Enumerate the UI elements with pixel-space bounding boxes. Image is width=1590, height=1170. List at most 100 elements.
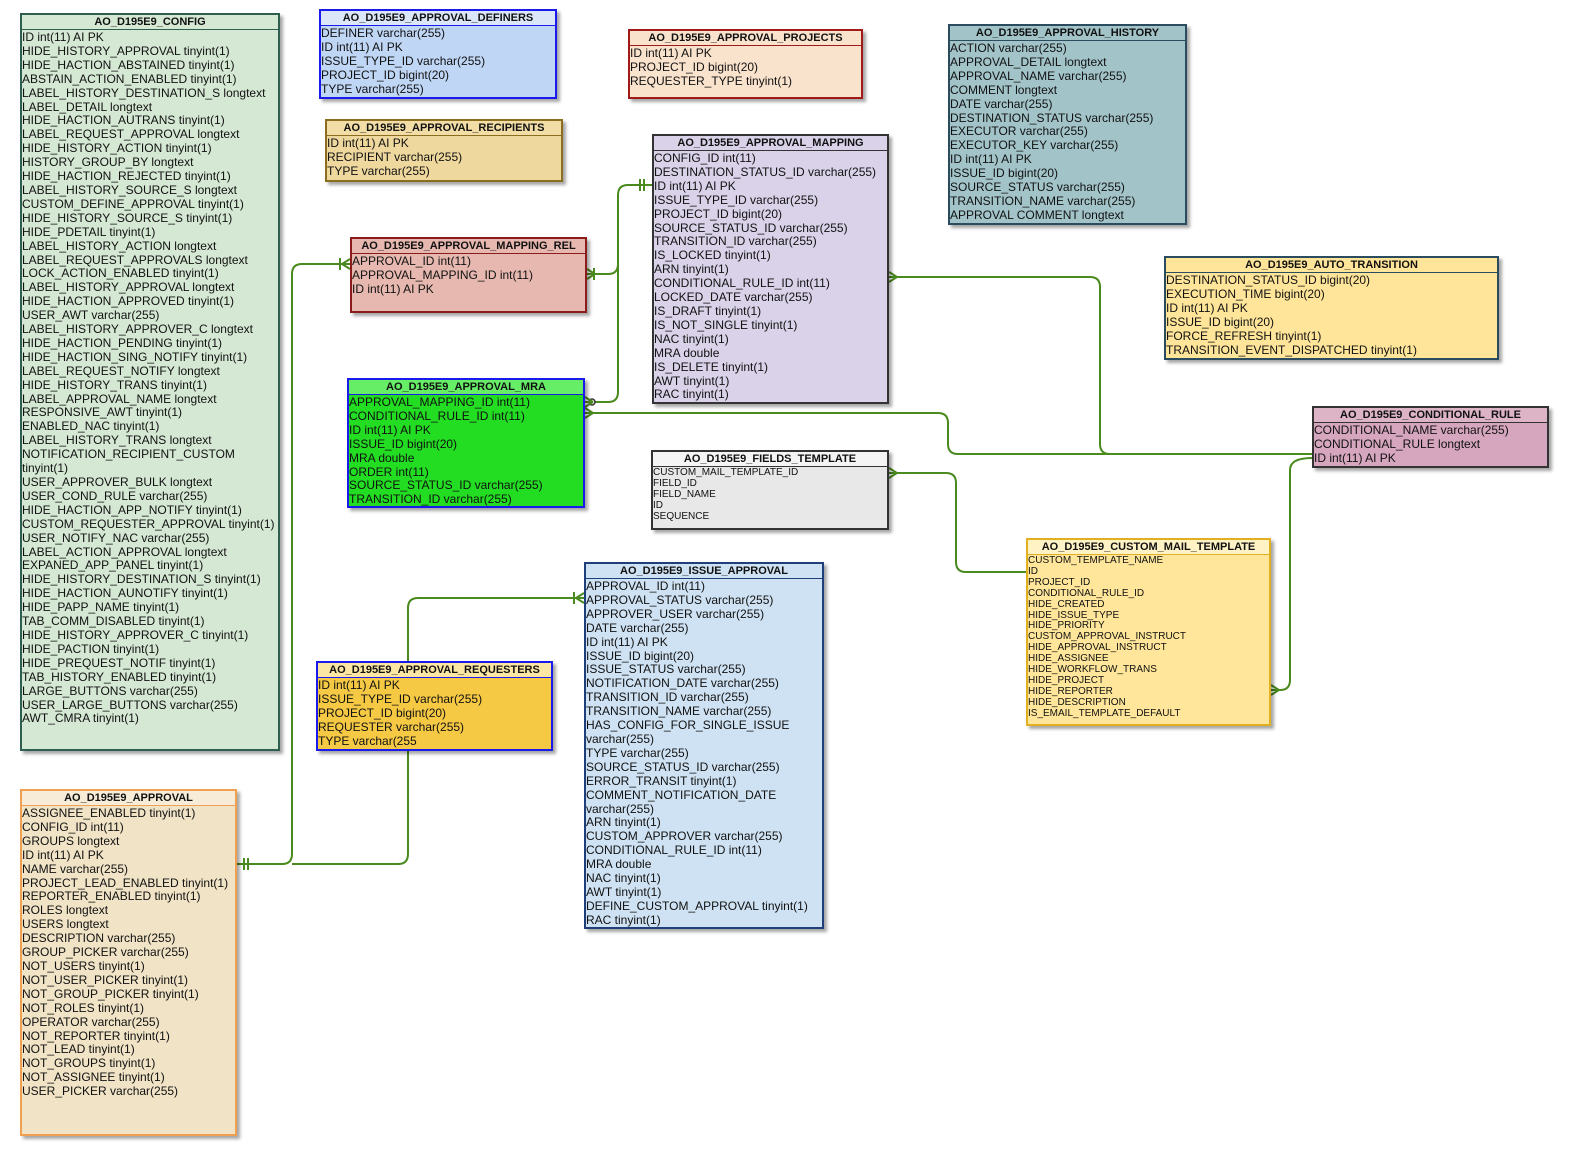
table-column: TRANSITION_NAME varchar(255) (950, 193, 1136, 208)
table-column: FIELD_NAME (653, 488, 716, 500)
table-column: NOTIFICATION_RECIPIENT_CUSTOM tinyint(1) (22, 447, 235, 476)
table-column: USER_COND_RULE varchar(255) (22, 488, 208, 503)
table-column: EXECUTOR_KEY varchar(255) (950, 138, 1119, 153)
table-column: CONDITIONAL_RULE_ID int(11) (349, 408, 525, 423)
table-column: ID int(11) AI PK (1314, 450, 1396, 465)
table-column: ID int(11) AI PK (352, 281, 434, 296)
table-column: HIDE_ISSUE_TYPE (1028, 609, 1120, 621)
table-column: HIDE_PREQUEST_NOTIF tinyint(1) (22, 655, 216, 670)
table-column: CUSTOM_MAIL_TEMPLATE_ID (653, 467, 799, 478)
link-mapping-mapping-rel (587, 184, 652, 275)
table-column: DEFINER varchar(255) (321, 26, 446, 40)
table-column: NOTIFICATION_DATE varchar(255) (586, 676, 779, 691)
table-column: HIDE_HACTION_APPROVED tinyint(1) (22, 294, 235, 309)
table-title: AO_D195E9_CUSTOM_MAIL_TEMPLATE (1028, 540, 1269, 555)
table-column: USER_AWT varchar(255) (22, 308, 160, 323)
table-title: AO_D195E9_APPROVAL_RECIPIENTS (327, 121, 561, 136)
table-column: IS_NOT_SINGLE tinyint(1) (654, 317, 798, 332)
table-column: MRA double (654, 345, 720, 360)
table-column: NOT_USER_PICKER tinyint(1) (22, 972, 189, 987)
many-marker (888, 467, 898, 479)
table-column: HIDE_REPORTER (1028, 685, 1113, 697)
table-column: CONFIG_ID int(11) (654, 151, 756, 165)
table-column: ASSIGNEE_ENABLED tinyint(1) (22, 806, 196, 820)
table-column: IS_DRAFT tinyint(1) (654, 303, 762, 318)
table-column: HIDE_HACTION_SING_NOTIFY tinyint(1) (22, 349, 248, 364)
table-column: TRANSITION_ID varchar(255) (654, 234, 817, 249)
table-column: APPROVAL_NAME varchar(255) (950, 68, 1127, 83)
table-column: FIELD_ID (653, 477, 697, 489)
table-column: APPROVER_USER varchar(255) (586, 606, 765, 621)
table-column: NOT_REPORTER tinyint(1) (22, 1028, 170, 1043)
table-column: USER_LARGE_BUTTONS varchar(255) (22, 697, 238, 712)
table-column: TRANSITION_NAME varchar(255) (586, 704, 772, 719)
table-column: ROLES longtext (22, 903, 109, 918)
table-column: NOT_GROUPS tinyint(1) (22, 1056, 156, 1071)
table-column: COMMENT longtext (950, 82, 1058, 97)
table-column: NOT_USERS tinyint(1) (22, 958, 145, 973)
table-title: AO_D195E9_APPROVAL_MRA (349, 380, 583, 395)
link-approval-issue-approval (407, 597, 584, 661)
table-title: AO_D195E9_ISSUE_APPROVAL (586, 564, 822, 579)
table-column: REQUESTER varchar(255) (318, 719, 465, 734)
table-column: PROJECT_ID bigint(20) (318, 705, 447, 720)
table-column: DATE varchar(255) (950, 96, 1053, 111)
table-column: LABEL_HISTORY_SOURCE_S longtext (22, 182, 237, 197)
table-column: ACTION varchar(255) (950, 41, 1067, 55)
table-column: APPROVAL_MAPPING_ID int(11) (349, 395, 530, 409)
table-column: HIDE_WORKFLOW_TRANS (1028, 664, 1157, 676)
table-column: EXPANED_APP_PANEL tinyint(1) (22, 558, 204, 573)
table-column: ABSTAIN_ACTION_ENABLED tinyint(1) (22, 71, 237, 86)
table-column: LABEL_APPROVAL_NAME longtext (22, 391, 217, 406)
table-column: ISSUE_STATUS varchar(255) (586, 662, 746, 677)
table-column: APPROVAL_ID int(11) (352, 254, 471, 268)
table-column: NAME varchar(255) (22, 861, 129, 876)
table-column: HIDE_DESCRIPTION (1028, 696, 1126, 708)
table-column: LARGE_BUTTONS varchar(255) (22, 683, 198, 698)
table-column: COMMENT_NOTIFICATION_DATE varchar(255) (586, 787, 777, 816)
table-column: HIDE_PAPP_NAME tinyint(1) (22, 600, 180, 615)
table-column: ISSUE_ID bigint(20) (950, 166, 1059, 181)
link-approval-requesters (292, 751, 409, 865)
table-column: USERS longtext (22, 917, 109, 932)
table-column: ISSUE_TYPE_ID varchar(255) (318, 691, 483, 706)
table-column: ERROR_TRANSIT tinyint(1) (586, 773, 737, 788)
table-column: PROJECT_ID bigint(20) (630, 59, 759, 74)
link-approval-mapping-rel (237, 263, 350, 865)
table-column: APPROVAL_MAPPING_ID int(11) (352, 267, 533, 282)
table-column: ISSUE_ID bigint(20) (1166, 314, 1275, 329)
table-column: ORDER int(11) (349, 464, 429, 479)
table-column: DESTINATION_STATUS varchar(255) (950, 110, 1154, 125)
table-column: HIDE_HISTORY_ACTION tinyint(1) (22, 141, 212, 156)
table-column: ID int(11) AI PK (586, 634, 668, 649)
table-column: NOT_GROUP_PICKER tinyint(1) (22, 986, 199, 1001)
table-column: LABEL_HISTORY_APPROVER_C longtext (22, 322, 253, 337)
table-title: AO_D195E9_CONDITIONAL_RULE (1314, 408, 1547, 423)
table-column: DESTINATION_STATUS_ID varchar(255) (654, 164, 877, 179)
table-column: EXECUTION_TIME bigint(20) (1166, 286, 1325, 301)
table-column: HIDE_PDETAIL tinyint(1) (22, 224, 156, 239)
table-title: AO_D195E9_APPROVAL_MAPPING (654, 136, 887, 151)
many-marker (575, 592, 585, 604)
table-column: NOT_ROLES tinyint(1) (22, 1000, 145, 1015)
table-column: SEQUENCE (653, 510, 710, 522)
table-column: PROJECT_ID (1028, 576, 1091, 588)
table-column: AWT_CMRA tinyint(1) (22, 711, 139, 726)
table-column: HIDE_CREATED (1028, 598, 1105, 610)
table-title: AO_D195E9_APPROVAL (22, 791, 235, 806)
